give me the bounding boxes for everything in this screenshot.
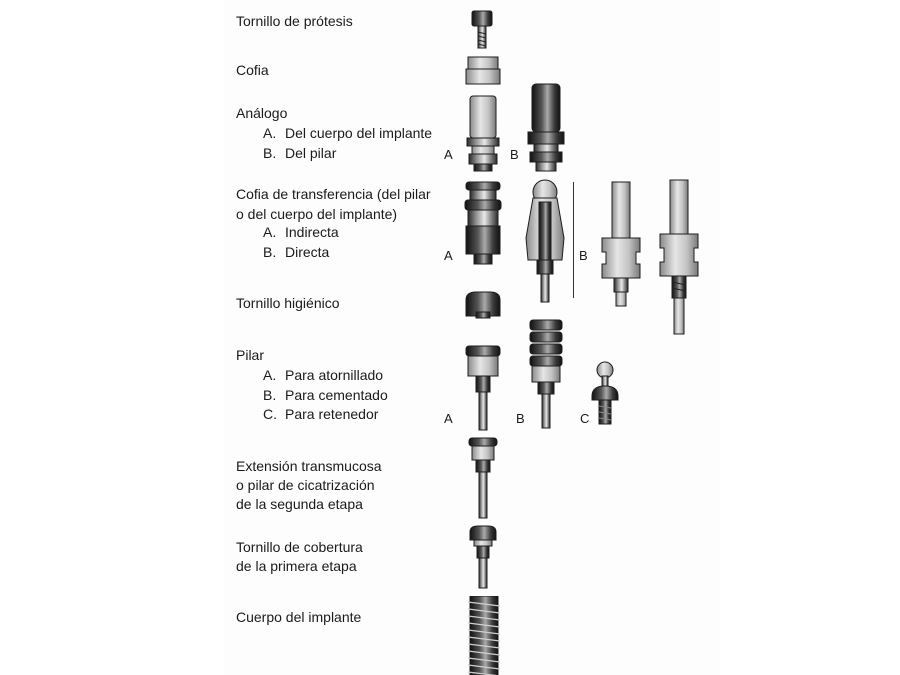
option-text: Para atornillado (285, 367, 384, 383)
option-letter: C. (263, 406, 277, 422)
transfer-coping-direct-2-illustration (659, 179, 699, 335)
label-transmucosal-line1: Extensión transmucosa (236, 458, 382, 474)
option-letter: A. (263, 224, 277, 240)
coping-illustration (465, 56, 501, 85)
tag-abutment-b: B (516, 411, 525, 426)
abutment-screw-retained-illustration (465, 345, 501, 431)
transmucosal-extension-illustration (468, 437, 498, 519)
analog-option-a: A. Del cuerpo del implante (263, 123, 432, 143)
option-letter: B. (263, 244, 277, 260)
tag-analog-b: B (510, 147, 519, 162)
option-text: Del pilar (285, 145, 337, 161)
option-text: Para retenedor (285, 406, 379, 422)
label-implant-body: Cuerpo del implante (236, 609, 362, 625)
option-text: Para cementado (285, 387, 388, 403)
tag-abutment-c: C (580, 411, 590, 426)
label-analog: Análogo (236, 105, 288, 121)
option-text: Del cuerpo del implante (285, 125, 433, 141)
option-text: Directa (285, 244, 330, 260)
label-transfer-line2: o del cuerpo del implante) (236, 206, 398, 222)
hygiene-screw-illustration (465, 291, 501, 319)
tag-analog-a: A (444, 147, 453, 162)
label-coping: Cofia (236, 62, 269, 78)
cover-screw-illustration (469, 525, 497, 589)
abutment-cemented-illustration (529, 319, 563, 429)
option-letter: B. (263, 145, 277, 161)
option-letter: A. (263, 125, 277, 141)
tag-transfer-b: B (579, 248, 588, 263)
option-text: Indirecta (285, 224, 339, 240)
option-letter: B. (263, 387, 277, 403)
tag-abutment-a: A (444, 411, 453, 426)
label-transmucosal-line3: de la segunda etapa (236, 496, 363, 512)
transfer-coping-direct-1-illustration (601, 181, 641, 307)
label-abutment: Pilar (236, 347, 265, 363)
transfer-coping-indirect-screw-illustration (525, 179, 565, 303)
prosthesis-screw-illustration (471, 10, 493, 49)
abutment-retainer-illustration (591, 361, 619, 425)
tag-transfer-a: A (444, 248, 453, 263)
label-cover-screw-line1: Tornillo de cobertura (236, 539, 363, 555)
option-letter: A. (263, 367, 277, 383)
analog-abutment-illustration (527, 83, 565, 172)
label-transmucosal-line2: o pilar de cicatrización (236, 477, 375, 493)
label-hygiene-screw: Tornillo higiénico (236, 295, 340, 311)
transfer-coping-indirect-illustration (464, 181, 502, 265)
label-cover-screw-line2: de la primera etapa (236, 558, 357, 574)
transfer-option-a: A. Indirecta (263, 222, 339, 242)
label-transfer-line1: Cofia de transferencia (del pilar (236, 186, 431, 202)
transfer-option-b: B. Directa (263, 242, 329, 262)
abutment-option-a: A. Para atornillado (263, 365, 383, 385)
implant-body-illustration (467, 596, 501, 675)
label-prosthesis-screw: Tornillo de prótesis (236, 13, 353, 29)
analog-implant-body-illustration (466, 95, 500, 172)
transfer-divider-line (573, 182, 574, 298)
abutment-option-b: B. Para cementado (263, 385, 388, 405)
abutment-option-c: C. Para retenedor (263, 404, 378, 424)
analog-option-b: B. Del pilar (263, 143, 336, 163)
